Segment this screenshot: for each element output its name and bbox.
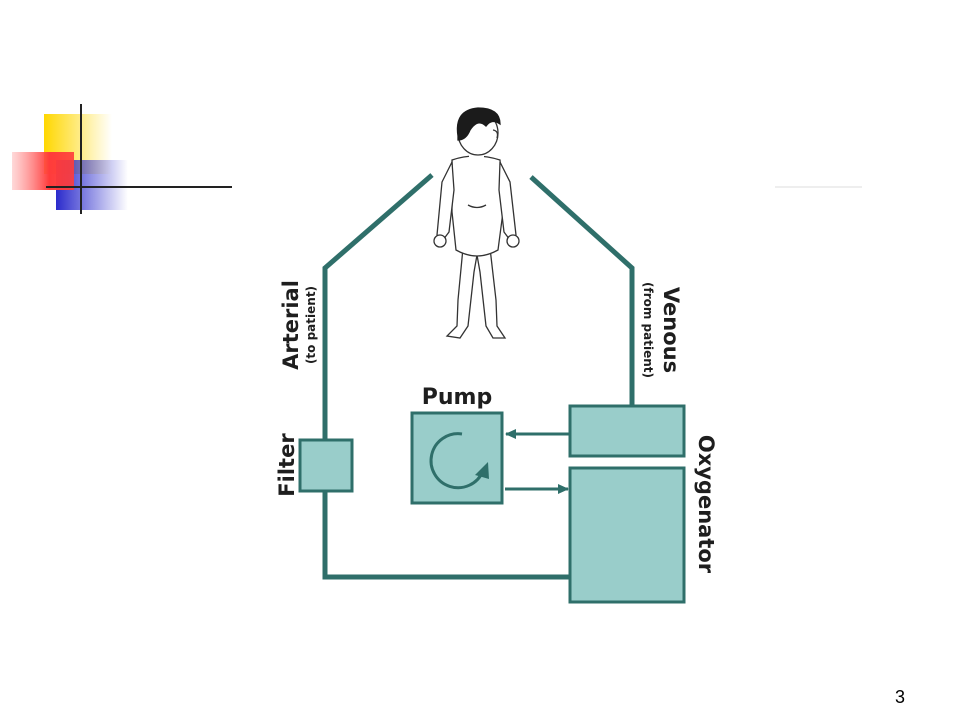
arterial-sub-label: (to patient) xyxy=(304,286,318,364)
pump-box xyxy=(410,411,504,505)
arterial-label: Arterial xyxy=(279,280,303,370)
pump-label: Pump xyxy=(422,385,492,410)
venous-label: Venous xyxy=(659,287,683,373)
venous-sub-label: (from patient) xyxy=(641,282,655,378)
venous-line xyxy=(529,175,635,405)
circular-arrow-icon xyxy=(429,432,489,490)
slide-number: 3 xyxy=(894,687,905,707)
deco-red-square xyxy=(12,152,74,190)
oxygenator-label: Oxygenator xyxy=(694,435,718,574)
child-figure-icon xyxy=(433,107,520,339)
oxygenator-upper-box xyxy=(568,404,686,458)
arterial-line xyxy=(322,173,434,440)
circuit-tubes xyxy=(322,173,635,580)
filter-label: Filter xyxy=(275,433,299,497)
oxygenator-lower-box xyxy=(568,466,686,604)
filter-box xyxy=(298,438,354,493)
return-line xyxy=(322,490,570,580)
